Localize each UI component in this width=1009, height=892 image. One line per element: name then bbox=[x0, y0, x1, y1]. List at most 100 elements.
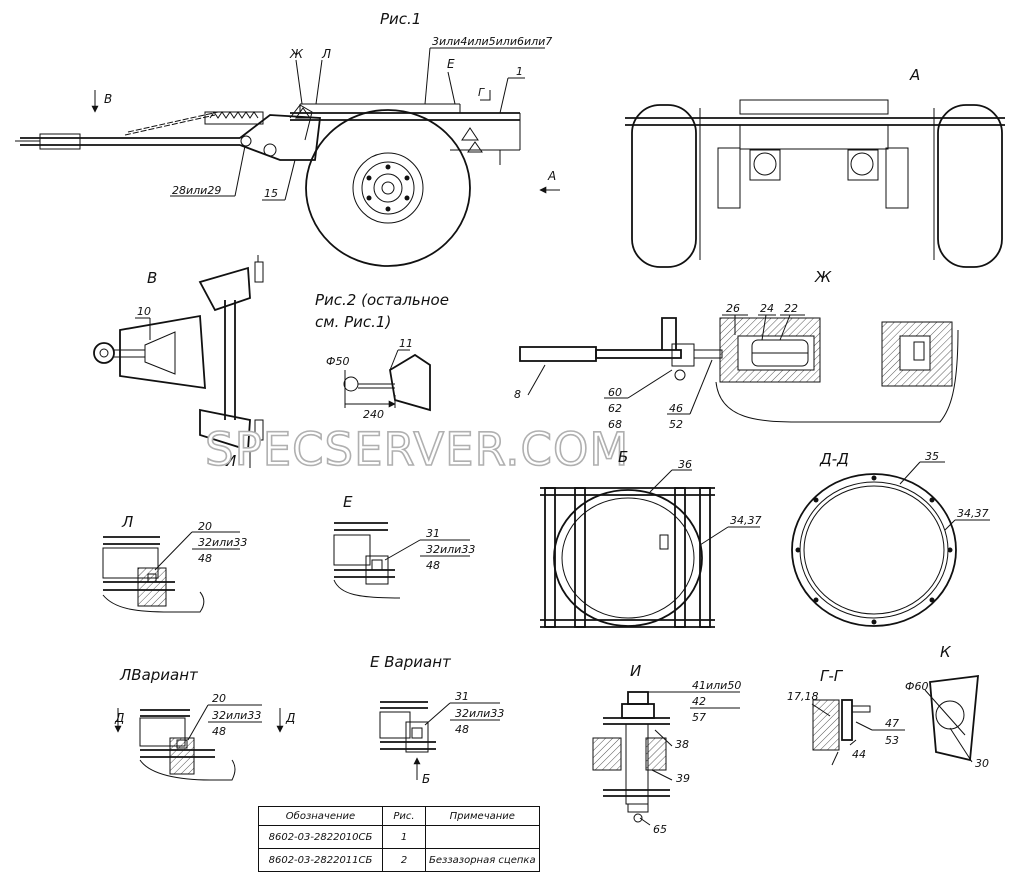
callout-1: 1 bbox=[516, 65, 523, 78]
svg-text:Д: Д bbox=[285, 711, 295, 725]
view-b-title: В bbox=[147, 269, 157, 287]
detail-e-title: Е bbox=[343, 493, 353, 511]
fig2-title-line1: Рис.2 (остальное bbox=[315, 291, 449, 309]
svg-text:Б: Б bbox=[422, 772, 430, 786]
callout-8: 8 bbox=[514, 388, 521, 401]
callout-38: 38 bbox=[675, 738, 689, 751]
view-bb-title: Б bbox=[618, 448, 628, 466]
view-k: К Ф60 30 bbox=[905, 643, 989, 770]
table-header-cell: Рис. bbox=[382, 806, 426, 826]
detail-l-variant: ЛВариант Д Д 20 32или33 48 bbox=[114, 666, 295, 781]
fig2-title-line2: см. Рис.1) bbox=[315, 313, 391, 331]
callout-11: 11 bbox=[399, 337, 413, 350]
view-k-title: К bbox=[940, 643, 952, 661]
detail-l-variant-title: ЛВариант bbox=[119, 666, 199, 684]
view-b-label: В bbox=[104, 92, 112, 106]
callout-42: 42 bbox=[692, 695, 706, 708]
view-e-label: Е bbox=[447, 57, 455, 71]
wheel-tire bbox=[305, 109, 471, 267]
view-a-arrow-label: А bbox=[547, 169, 556, 183]
section-g-g: Г-Г 17,18 44 47 53 bbox=[787, 667, 905, 766]
callout-15: 15 bbox=[264, 187, 278, 200]
watermark: SPECSERVER.COM bbox=[205, 423, 629, 476]
callout-65: 65 bbox=[653, 823, 667, 836]
callout-10: 10 bbox=[137, 305, 151, 318]
detail-e-32-33: 32или33 bbox=[426, 543, 475, 556]
fig2-detail: Рис.2 (остальное см. Рис.1) 240 Ф50 11 bbox=[315, 291, 449, 421]
detail-l-32-33: 32или33 bbox=[198, 536, 247, 549]
fig1-side-view: Рис.1 bbox=[15, 10, 560, 267]
callout-30: 30 bbox=[975, 757, 989, 770]
view-dd-ring: Д-Д 35 34,37 bbox=[791, 450, 990, 627]
view-dd-title: Д-Д bbox=[819, 450, 849, 468]
view-zh-section: Ж 26 24 22 8 60 62 68 46 52 bbox=[514, 268, 959, 431]
detail-lv-32-33: 32или33 bbox=[212, 709, 261, 722]
callout-24: 24 bbox=[760, 302, 774, 315]
dim-240: 240 bbox=[363, 408, 384, 421]
view-zh-title: Ж bbox=[814, 268, 832, 286]
detail-ev-32-33: 32или33 bbox=[455, 707, 504, 720]
specification-table: Обозначение Рис. Примечание 8602-03-2822… bbox=[258, 806, 540, 872]
callout-57: 57 bbox=[692, 711, 706, 724]
dim-phi50: Ф50 bbox=[326, 355, 349, 368]
fig1-title: Рис.1 bbox=[380, 10, 421, 28]
table-row: 8602-03-2822011СБ 2 Беззазорная сцепка bbox=[258, 848, 540, 872]
callout-34-37b: 34,37 bbox=[957, 507, 989, 520]
table-cell: 2 bbox=[382, 848, 426, 872]
table-cell bbox=[425, 825, 540, 849]
table-cell: 1 bbox=[382, 825, 426, 849]
table-header-cell: Обозначение bbox=[258, 806, 383, 826]
callout-36: 36 bbox=[678, 458, 692, 471]
callout-3-7: 3или4или5или6или7 bbox=[432, 35, 552, 48]
detail-e: Е 31 32или33 48 bbox=[333, 493, 475, 599]
callout-53: 53 bbox=[885, 734, 899, 747]
view-l-label: Л bbox=[321, 47, 331, 61]
callout-26: 26 bbox=[726, 302, 740, 315]
callout-52: 52 bbox=[669, 418, 683, 431]
callout-46: 46 bbox=[669, 402, 683, 415]
detail-e-variant: Е Вариант Б 31 32или33 48 bbox=[370, 653, 504, 786]
detail-lv-48: 48 bbox=[212, 725, 226, 738]
detail-ev-31: 31 bbox=[455, 690, 469, 703]
right-tire bbox=[937, 104, 1003, 268]
callout-44: 44 bbox=[852, 748, 866, 761]
callout-47: 47 bbox=[885, 717, 899, 730]
callout-28-29: 28или29 bbox=[172, 184, 221, 197]
callout-62: 62 bbox=[608, 402, 622, 415]
view-zh-label: Ж bbox=[289, 47, 304, 61]
view-i-mark: И bbox=[225, 452, 236, 470]
table-row: 8602-03-2822010СБ 1 bbox=[258, 825, 540, 849]
table-header-row: Обозначение Рис. Примечание bbox=[258, 806, 540, 826]
view-i-title: И bbox=[630, 662, 641, 680]
dim-phi60: Ф60 bbox=[905, 680, 928, 693]
detail-l-title: Л bbox=[121, 513, 133, 531]
callout-34-37a: 34,37 bbox=[730, 514, 762, 527]
left-tire bbox=[631, 104, 697, 268]
callout-41-50: 41или50 bbox=[692, 679, 741, 692]
callout-17-18: 17,18 bbox=[787, 690, 819, 703]
view-a-title: А bbox=[909, 66, 920, 84]
table-cell: 8602-03-2822010СБ bbox=[258, 825, 383, 849]
detail-e-31: 31 bbox=[426, 527, 440, 540]
detail-l-20: 20 bbox=[198, 520, 212, 533]
callout-22: 22 bbox=[784, 302, 798, 315]
svg-text:Д: Д bbox=[114, 711, 124, 725]
section-gg-title: Г-Г bbox=[820, 667, 844, 685]
callout-60: 60 bbox=[608, 386, 622, 399]
detail-ev-48: 48 bbox=[455, 723, 469, 736]
detail-l-48: 48 bbox=[198, 552, 212, 565]
svg-text:Г: Г bbox=[478, 86, 485, 99]
view-bb-frame: Б 36 34,37 bbox=[540, 448, 762, 628]
callout-35: 35 bbox=[925, 450, 939, 463]
detail-lv-20: 20 bbox=[212, 692, 226, 705]
detail-l: Л 20 32или33 48 bbox=[102, 513, 247, 613]
detail-e-48: 48 bbox=[426, 559, 440, 572]
view-i-pin: И 41или50 42 57 38 39 65 bbox=[592, 662, 741, 836]
wheel-rim bbox=[352, 152, 424, 224]
table-header-cell: Примечание bbox=[425, 806, 540, 826]
table-cell: Беззазорная сцепка bbox=[425, 848, 540, 872]
table-cell: 8602-03-2822011СБ bbox=[258, 848, 383, 872]
view-a-rear: А bbox=[625, 66, 1005, 268]
detail-e-variant-title: Е Вариант bbox=[370, 653, 452, 671]
